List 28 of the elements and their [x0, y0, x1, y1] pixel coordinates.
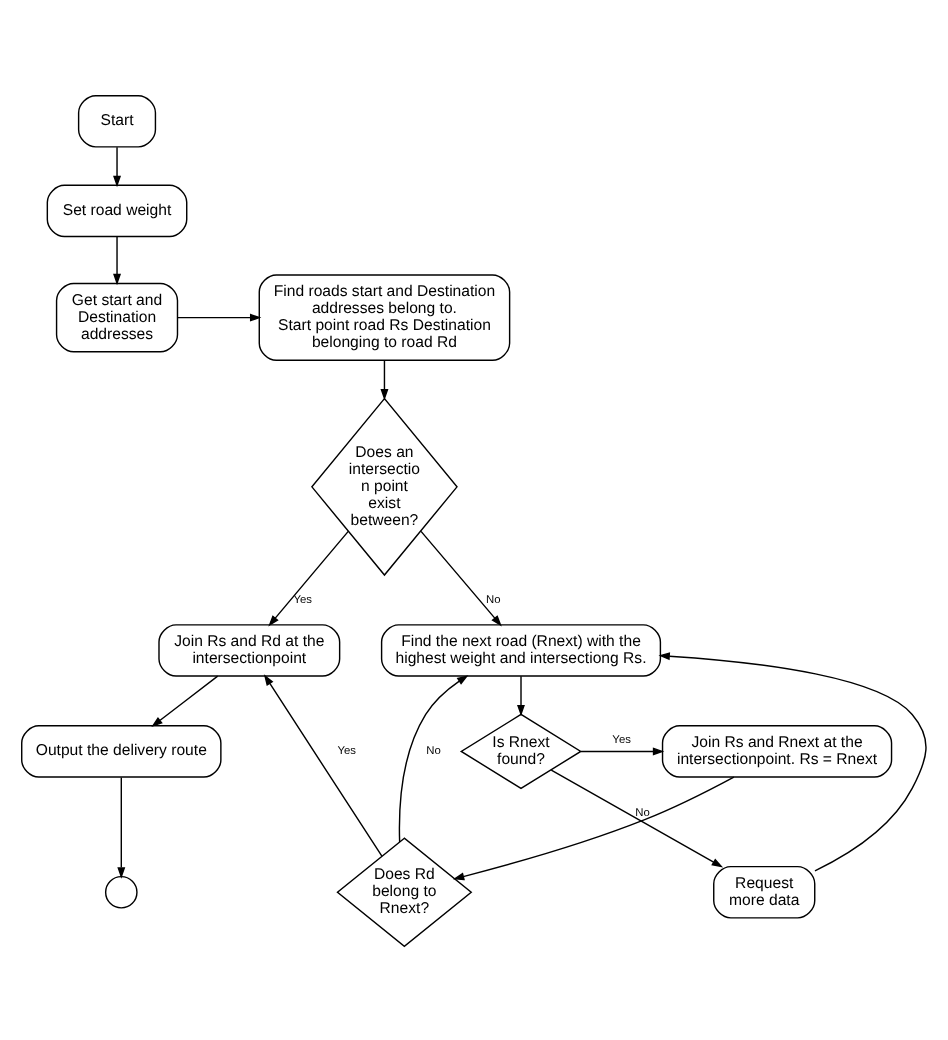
node-box: Find the next road (Rnext) with the highest weight and intersectiong Rs. — [380, 623, 662, 676]
node-box: Find roads start and Destination addresses belong to. Start point road Rs Destination belonging to road Rd — [258, 273, 511, 360]
arrow — [268, 529, 349, 626]
arrow — [517, 674, 525, 716]
arrow — [420, 529, 502, 626]
arrow — [263, 673, 383, 856]
arrow — [380, 358, 389, 400]
node-box: Join Rs and Rnext at the intersectionpoint. Rs = Rnext — [661, 724, 893, 777]
arrow — [580, 746, 665, 755]
arrow — [176, 312, 262, 321]
node-box: Request more data — [713, 864, 816, 918]
node-circle — [104, 874, 138, 908]
node-box: Output the delivery route — [21, 724, 222, 777]
arrow — [658, 651, 927, 871]
arrow — [151, 674, 219, 726]
node-box: Get start and Destination addresses — [55, 281, 179, 352]
arrow — [117, 775, 126, 878]
node-diamond: Does an intersectio n point exist between? — [311, 396, 458, 576]
node-box: Join Rs and Rd at the intersectionpoint — [158, 623, 341, 676]
node-diamond: Is Rnext found? — [459, 712, 583, 789]
arrow — [550, 768, 724, 867]
node-diamond: Does Rd belong to Rnext? — [336, 836, 473, 947]
arrow — [113, 145, 122, 187]
node-box: Set road weight — [46, 183, 188, 237]
node-box: Start — [77, 94, 157, 147]
arrow — [452, 775, 735, 880]
arrow — [398, 674, 469, 842]
arrow — [113, 235, 122, 285]
